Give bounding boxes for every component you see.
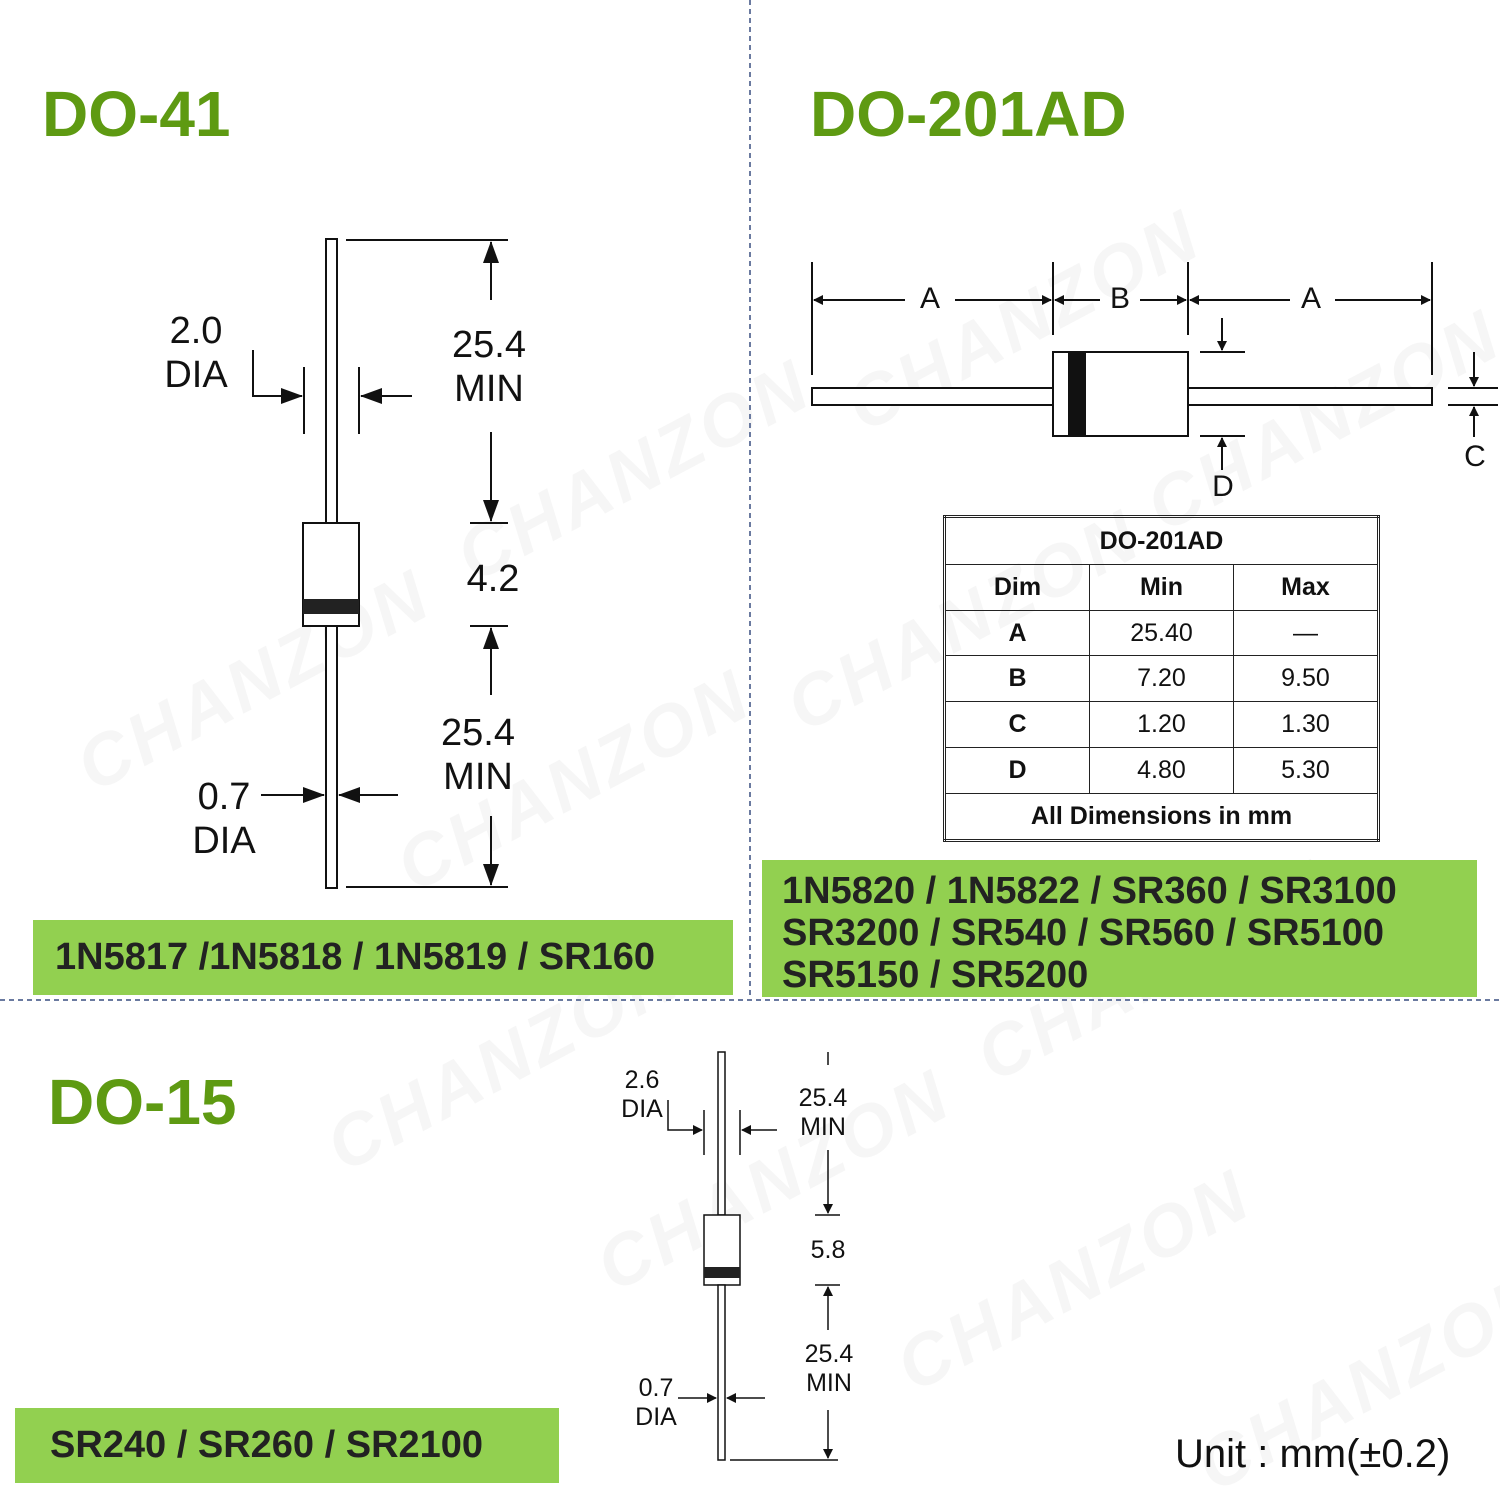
- do201ad-title: DO-201AD: [810, 78, 1127, 150]
- table-title: DO-201AD: [944, 516, 1379, 565]
- dim-value: 2.0: [169, 310, 223, 352]
- table-cell-min: 25.40: [1089, 609, 1234, 657]
- do41-part-numbers: 1N5817 /1N5818 / 1N5819 / SR160: [33, 920, 733, 995]
- dim-value: 25.4: [441, 712, 515, 754]
- table-row: D 4.80 5.30: [944, 746, 1379, 794]
- do15-title: DO-15: [48, 1066, 237, 1138]
- part-list-line: SR5150 / SR5200: [782, 954, 1089, 996]
- dim-unit: DIA: [635, 1402, 677, 1431]
- do41-lead-dia-bottom-label: 0.7 DIA: [186, 776, 262, 863]
- dim-value: 25.4: [798, 1084, 848, 1112]
- do15-lead-dia-bottom-label: 0.7 DIA: [628, 1374, 684, 1432]
- dim-value: 4.2: [466, 558, 520, 600]
- dim-unit: MIN: [800, 1112, 846, 1141]
- do201ad-dim-d-label: D: [1212, 470, 1234, 503]
- do201ad-dim-c-label: C: [1464, 440, 1486, 473]
- do41-bottom-lead-length-label: 25.4 MIN: [432, 712, 524, 799]
- do15-top-lead-length-label: 25.4 MIN: [790, 1084, 856, 1142]
- do15-part-numbers: SR240 / SR260 / SR2100: [15, 1408, 559, 1483]
- do41-diode-drawing: [252, 238, 508, 889]
- do201ad-dimension-table: DO-201AD Dim Min Max A 25.40 — B 7.20 9.…: [943, 515, 1380, 842]
- dim-value: 2.6: [624, 1066, 660, 1094]
- part-list-line: 1N5817 /1N5818 / 1N5819 / SR160: [55, 936, 655, 978]
- table-header-min: Min: [1089, 564, 1234, 611]
- table-cell-dim: A: [944, 609, 1090, 657]
- do15-body-length-label: 5.8: [800, 1236, 856, 1265]
- dim-value: 0.7: [197, 776, 251, 818]
- dim-unit: DIA: [621, 1094, 663, 1123]
- table-cell-min: 4.80: [1089, 746, 1234, 794]
- table-cell-dim: D: [944, 746, 1090, 794]
- do15-bottom-lead-length-label: 25.4 MIN: [796, 1340, 862, 1398]
- do15-lead-dia-top-label: 2.6 DIA: [612, 1066, 672, 1124]
- do41-title: DO-41: [42, 78, 231, 150]
- table-cell-max: 5.30: [1233, 746, 1379, 794]
- dim-unit: MIN: [806, 1368, 852, 1397]
- do201ad-part-numbers: 1N5820 / 1N5822 / SR360 / SR3100 SR3200 …: [762, 860, 1477, 997]
- table-header-max: Max: [1233, 564, 1379, 611]
- table-cell-min: 7.20: [1089, 655, 1234, 703]
- table-cell-max: 9.50: [1233, 655, 1379, 703]
- do41-body-length-label: 4.2: [453, 558, 533, 602]
- part-list-line: SR240 / SR260 / SR2100: [50, 1424, 484, 1466]
- dim-value: 25.4: [452, 324, 526, 366]
- table-cell-dim: B: [944, 655, 1090, 703]
- table-row: A 25.40 —: [944, 609, 1379, 657]
- do41-lead-dia-top-label: 2.0 DIA: [160, 310, 232, 397]
- table-row: B 7.20 9.50: [944, 655, 1379, 703]
- table-cell-dim: C: [944, 701, 1090, 748]
- part-list-line: SR3200 / SR540 / SR560 / SR5100: [782, 912, 1385, 954]
- do201ad-dim-a-left-label: A: [919, 282, 940, 315]
- dim-value: 0.7: [638, 1374, 674, 1402]
- table-cell-max: —: [1233, 609, 1379, 657]
- table-row: C 1.20 1.30: [944, 701, 1379, 748]
- do15-diode-drawing: [667, 1051, 840, 1461]
- dim-unit: DIA: [192, 819, 256, 862]
- table-cell-max: 1.30: [1233, 701, 1379, 748]
- do201ad-diode-drawing: [811, 262, 1498, 470]
- table-header-dim: Dim: [944, 564, 1090, 611]
- dim-unit: MIN: [443, 755, 513, 798]
- dim-unit: MIN: [454, 367, 524, 410]
- part-list-line: 1N5820 / 1N5822 / SR360 / SR3100: [782, 870, 1397, 912]
- dim-unit: DIA: [164, 353, 228, 396]
- dim-value: 25.4: [804, 1340, 854, 1368]
- do201ad-dim-a-right-label: A: [1300, 282, 1321, 315]
- section-divider: [0, 0, 1500, 1001]
- unit-note: Unit : mm(±0.2): [1175, 1432, 1451, 1476]
- do41-top-lead-length-label: 25.4 MIN: [443, 324, 535, 411]
- table-cell-min: 1.20: [1089, 701, 1234, 748]
- dim-value: 5.8: [810, 1236, 846, 1264]
- do201ad-dim-b-label: B: [1109, 282, 1130, 315]
- table-footer: All Dimensions in mm: [944, 792, 1379, 842]
